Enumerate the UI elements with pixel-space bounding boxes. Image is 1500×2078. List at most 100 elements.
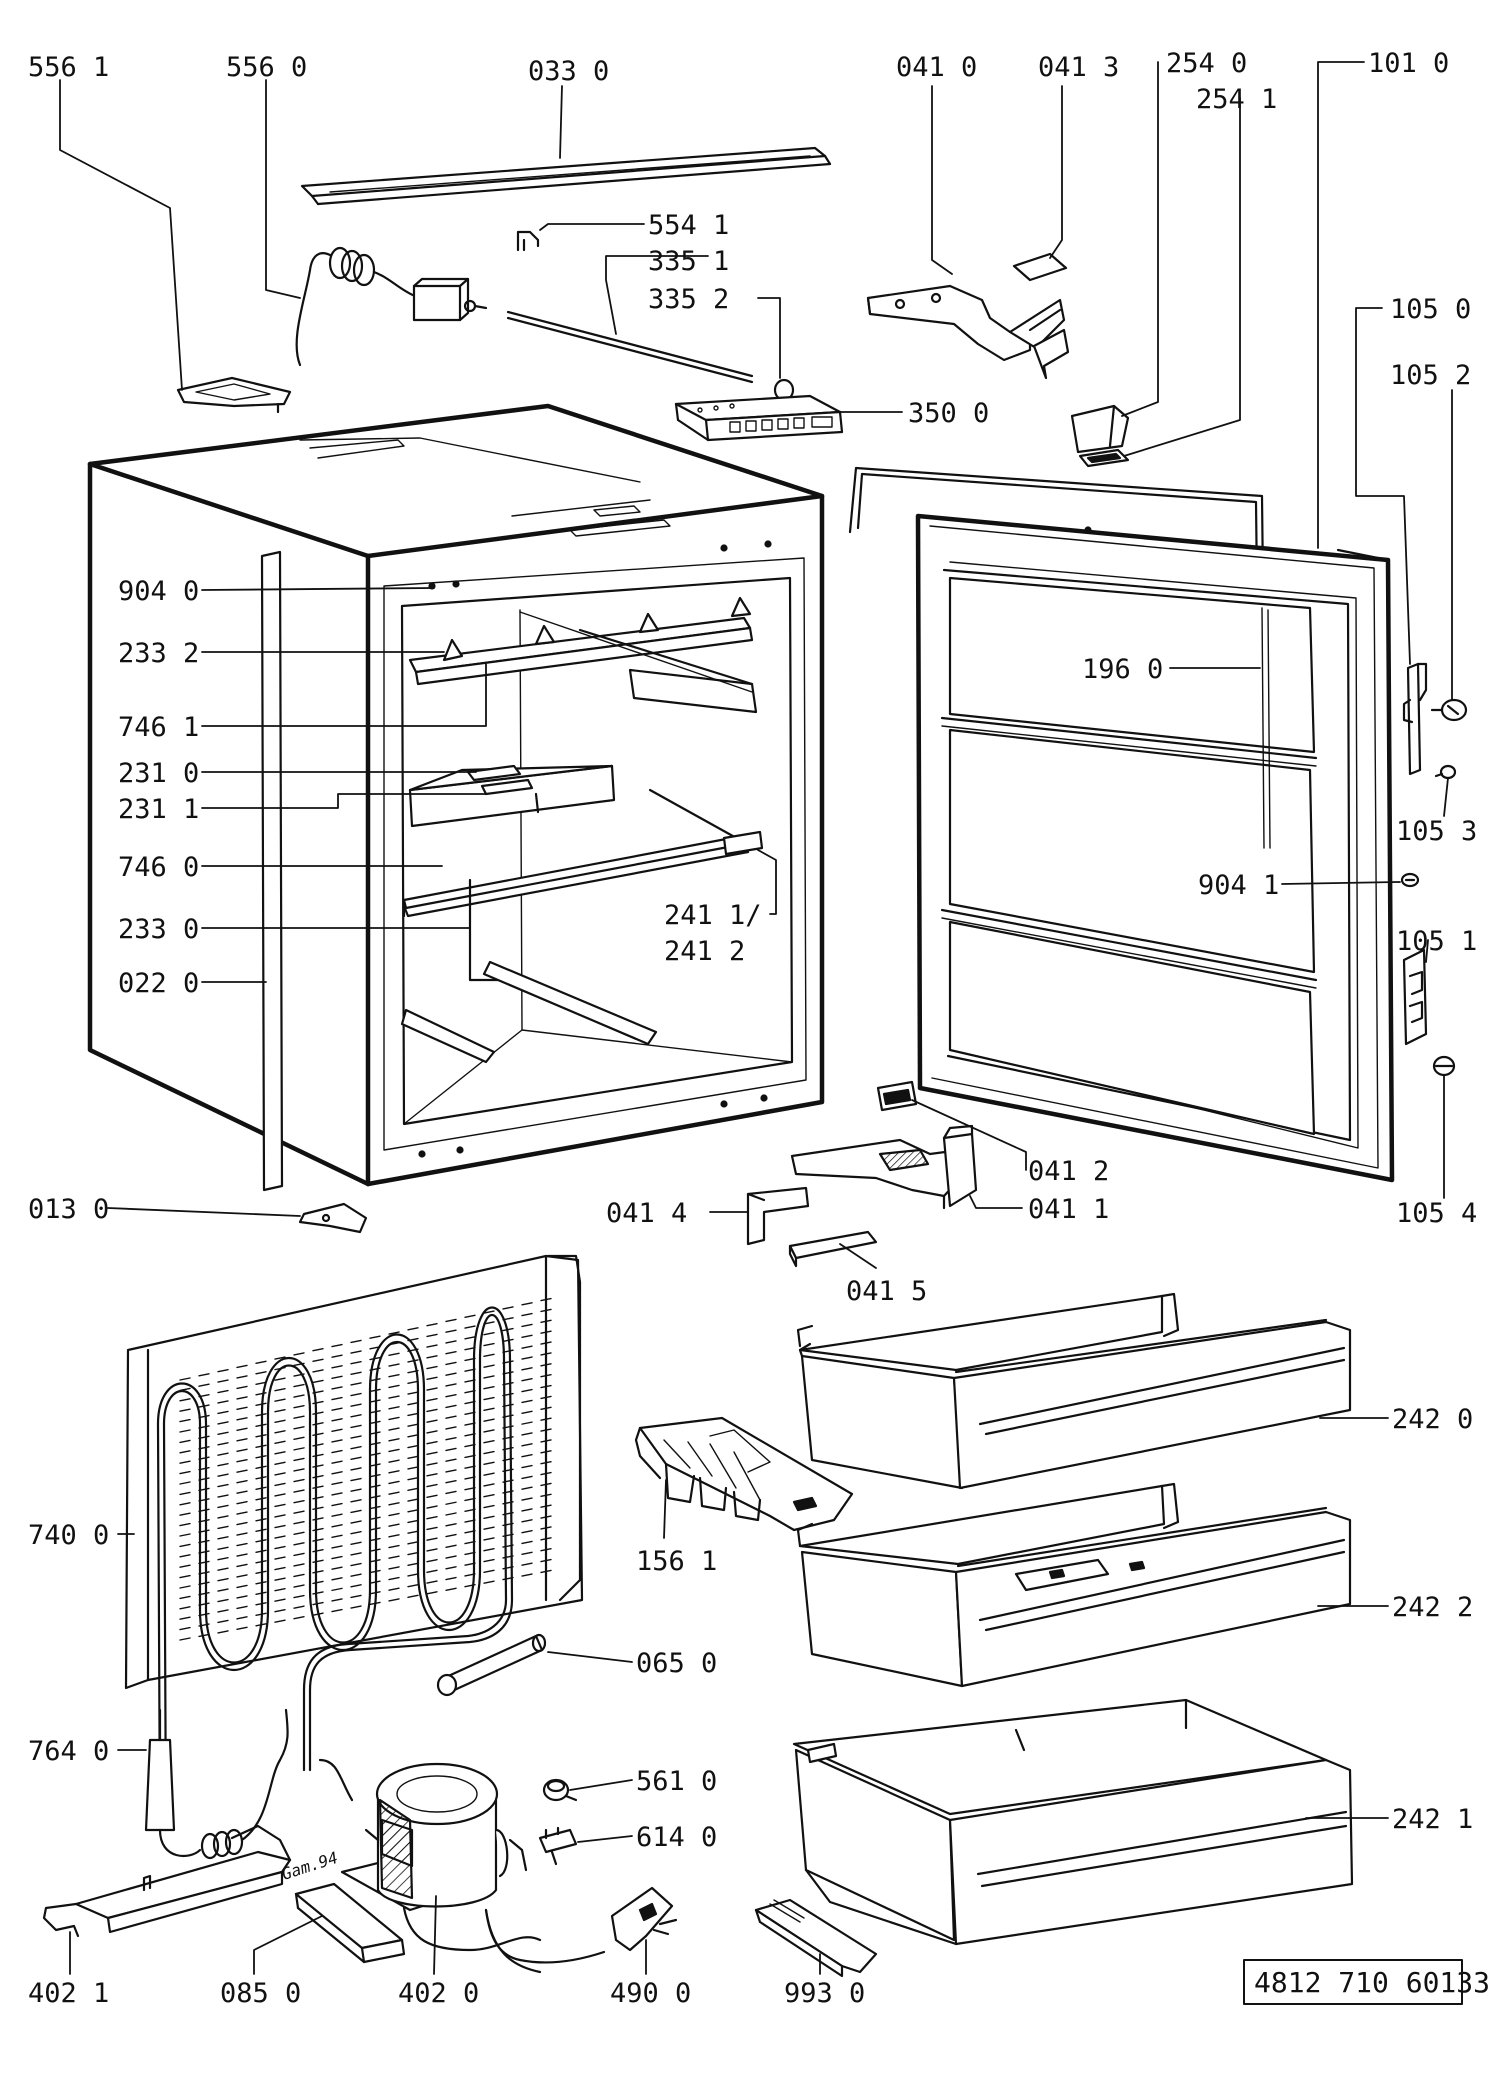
label-556-0: 556 0: [226, 52, 307, 83]
condenser-fin-slot: [407, 1380, 419, 1385]
condenser-fin-slot: [540, 1504, 552, 1508]
condenser-fin-slot: [521, 1334, 533, 1339]
condenser-fin-slot: [540, 1569, 552, 1574]
condenser-fin-slot: [331, 1502, 343, 1507]
condenser-fin-slot: [217, 1400, 229, 1404]
thermostat: [412, 277, 488, 322]
condenser-fin-slot: [445, 1544, 457, 1548]
control-rod: [506, 310, 795, 402]
condenser-fin-slot: [350, 1594, 362, 1599]
label-335-1: 335 1: [648, 246, 729, 277]
condenser-fin-slot: [426, 1558, 438, 1563]
condenser-fin-slot: [179, 1585, 191, 1589]
upper-shelf: [408, 596, 758, 714]
condenser-fin-slot: [217, 1494, 229, 1498]
leader-lines: [59, 61, 1453, 1975]
condenser-fin-slot: [445, 1480, 457, 1484]
condenser-fin-slot: [236, 1417, 248, 1421]
condenser-fin-slot: [217, 1598, 229, 1603]
condenser-fin-slot: [236, 1448, 248, 1452]
condenser-fin-slot: [521, 1529, 533, 1534]
condenser-fin-slot: [217, 1442, 229, 1446]
condenser-fin-slot: [179, 1616, 191, 1620]
label-242-0: 242 0: [1392, 1404, 1473, 1435]
condenser-fin-slot: [483, 1353, 495, 1358]
condenser-fin-slot: [483, 1472, 495, 1476]
condenser-fin-slot: [179, 1398, 191, 1402]
condenser-fin-slot: [445, 1351, 457, 1355]
condenser-fin-slot: [445, 1415, 457, 1419]
condenser-fin-slot: [217, 1557, 229, 1561]
cabinet-foot: [298, 1202, 368, 1234]
condenser-fin-slot: [388, 1523, 400, 1527]
condenser-fin-slot: [331, 1577, 343, 1581]
condenser-fin-slot: [483, 1483, 495, 1487]
label-242-1: 242 1: [1392, 1804, 1473, 1835]
condenser-fin-slot: [445, 1394, 457, 1398]
label-740-0: 740 0: [28, 1520, 109, 1551]
condenser-fin-slot: [407, 1444, 419, 1449]
condenser-fin-slot: [388, 1512, 400, 1517]
label-041-3: 041 3: [1038, 52, 1119, 83]
condenser-fin-slot: [426, 1483, 438, 1488]
rubber-sleeve: [436, 1633, 547, 1697]
condenser-fin-slot: [350, 1467, 362, 1471]
condenser-fin-slot: [502, 1306, 514, 1310]
condenser-fin-slot: [236, 1553, 248, 1557]
condenser-fin-slot: [293, 1426, 305, 1430]
condenser-fin-slot: [217, 1410, 229, 1415]
control-panel: [674, 394, 844, 442]
condenser-fin-slot: [521, 1312, 533, 1317]
condenser-fin-slot: [445, 1361, 457, 1366]
condenser-fin-slot: [483, 1558, 495, 1563]
label-041-1: 041 1: [1028, 1194, 1109, 1225]
condenser-fin-slot: [388, 1416, 400, 1421]
condenser-fin-slot: [236, 1479, 248, 1484]
condenser-fin-slot: [217, 1421, 229, 1425]
condenser-fin-slot: [350, 1414, 362, 1418]
condenser-fin-slot: [293, 1468, 305, 1472]
label-746-1: 746 1: [118, 712, 199, 743]
condenser-fin-slot: [274, 1535, 286, 1539]
label-231-1: 231 1: [118, 794, 199, 825]
condenser-fin-slot: [407, 1541, 419, 1545]
condenser-fin-slot: [521, 1356, 533, 1360]
front-trim-strip: [260, 550, 284, 1192]
condenser-fin-slot: [350, 1562, 362, 1567]
condenser-fin-slot: [274, 1566, 286, 1571]
condenser-fin-slot: [312, 1474, 324, 1479]
condenser-fin-slot: [426, 1419, 438, 1423]
condenser-fin-slot: [331, 1608, 343, 1613]
condenser-fin-slot: [274, 1482, 286, 1487]
label-904-0: 904 0: [118, 576, 199, 607]
condenser-fin-slot: [236, 1438, 248, 1442]
condenser-fin-slot: [521, 1551, 533, 1556]
condenser-fin-slot: [236, 1584, 248, 1589]
part-labels: 556 1 556 0 033 0 041 0 041 3 254 0 254 …: [28, 48, 1477, 2009]
condenser-fin-slot: [179, 1533, 191, 1537]
top-cover-panel: [300, 146, 832, 206]
condenser-fin-slot: [217, 1567, 229, 1571]
label-196-0: 196 0: [1082, 654, 1163, 685]
condenser-fin-slot: [388, 1427, 400, 1431]
condenser-fin-slot: [331, 1439, 343, 1443]
condenser-fin-slot: [293, 1605, 305, 1609]
condenser-fin-slot: [217, 1452, 229, 1456]
condenser-fin-slot: [540, 1558, 552, 1563]
condenser-fin-slot: [217, 1483, 229, 1488]
condenser-fin-slot: [217, 1462, 229, 1467]
condenser-fin-slot: [350, 1520, 362, 1524]
crisper-cover: [408, 764, 616, 828]
condenser-fin-slot: [388, 1587, 400, 1591]
condenser-fin-slot: [521, 1399, 533, 1404]
condenser-fin-slot: [236, 1364, 248, 1369]
condenser-fin-slot: [331, 1555, 343, 1560]
condenser-fin-slot: [236, 1595, 248, 1599]
capillary-coil: [158, 1708, 289, 1860]
condenser-fin-slot: [179, 1429, 191, 1433]
condenser-fin-slot: [407, 1530, 419, 1534]
label-554-1: 554 1: [648, 210, 729, 241]
condenser-fin-slot: [407, 1402, 419, 1406]
condenser-fin-slot: [388, 1491, 400, 1495]
label-065-0: 065 0: [636, 1648, 717, 1679]
